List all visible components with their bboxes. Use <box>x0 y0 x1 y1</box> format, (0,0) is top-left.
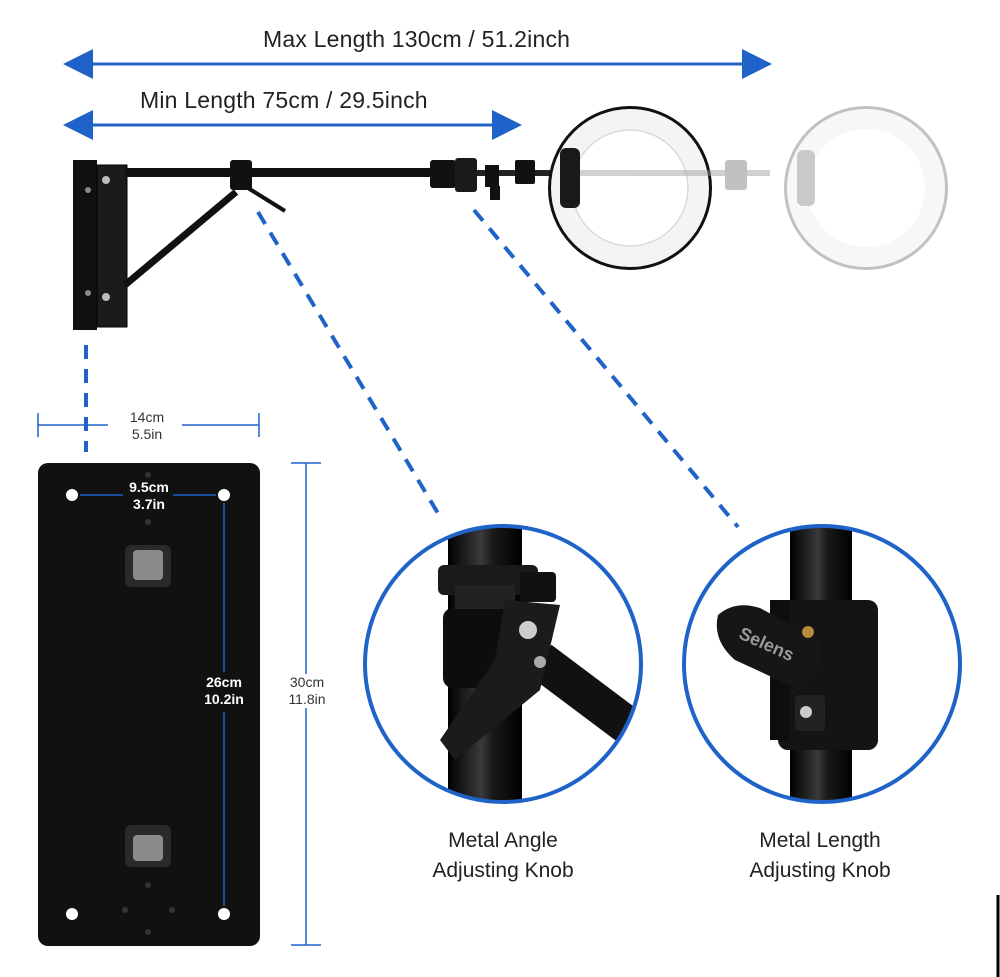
ring-light-ghost <box>580 106 948 270</box>
wall-mount-icon <box>73 160 239 330</box>
plate-width-label: 14cm 5.5in <box>112 409 182 443</box>
plate-height-in: 11.8in <box>288 691 326 707</box>
hole-height-cm: 26cm <box>206 674 242 690</box>
plate-width-in: 5.5in <box>131 426 163 442</box>
hole-height-in: 10.2in <box>204 691 244 707</box>
hole-spacing-in: 3.7in <box>133 496 165 512</box>
hole-height-label: 26cm 10.2in <box>194 674 254 708</box>
angle-knob-detail <box>363 524 643 804</box>
dashed-line-length <box>472 208 740 529</box>
plate-height-cm: 30cm <box>289 674 325 690</box>
angle-knob-caption-line2: Adjusting Knob <box>432 859 574 882</box>
angle-knob-caption: Metal Angle Adjusting Knob <box>383 826 623 886</box>
length-knob-small <box>430 158 535 200</box>
length-knob-caption-line1: Metal Length <box>759 829 881 852</box>
plate-height-label: 30cm 11.8in <box>277 674 337 708</box>
ring-light-icon <box>548 106 712 270</box>
mounting-plate <box>38 463 260 946</box>
hole-spacing-label: 9.5cm 3.7in <box>118 479 180 513</box>
knob-icon <box>230 160 287 213</box>
length-knob-detail <box>682 524 962 804</box>
min-length-label: Min Length 75cm / 29.5inch <box>140 87 428 113</box>
length-knob-caption-line2: Adjusting Knob <box>749 859 891 882</box>
hole-spacing-cm: 9.5cm <box>129 479 169 495</box>
max-length-label: Max Length 130cm / 51.2inch <box>263 26 571 52</box>
length-knob-caption: Metal Length Adjusting Knob <box>700 826 940 886</box>
plate-width-cm: 14cm <box>129 409 165 425</box>
extension-bar <box>125 168 445 177</box>
dashed-line-angle <box>256 210 444 522</box>
angle-knob-caption-line1: Metal Angle <box>448 829 558 852</box>
